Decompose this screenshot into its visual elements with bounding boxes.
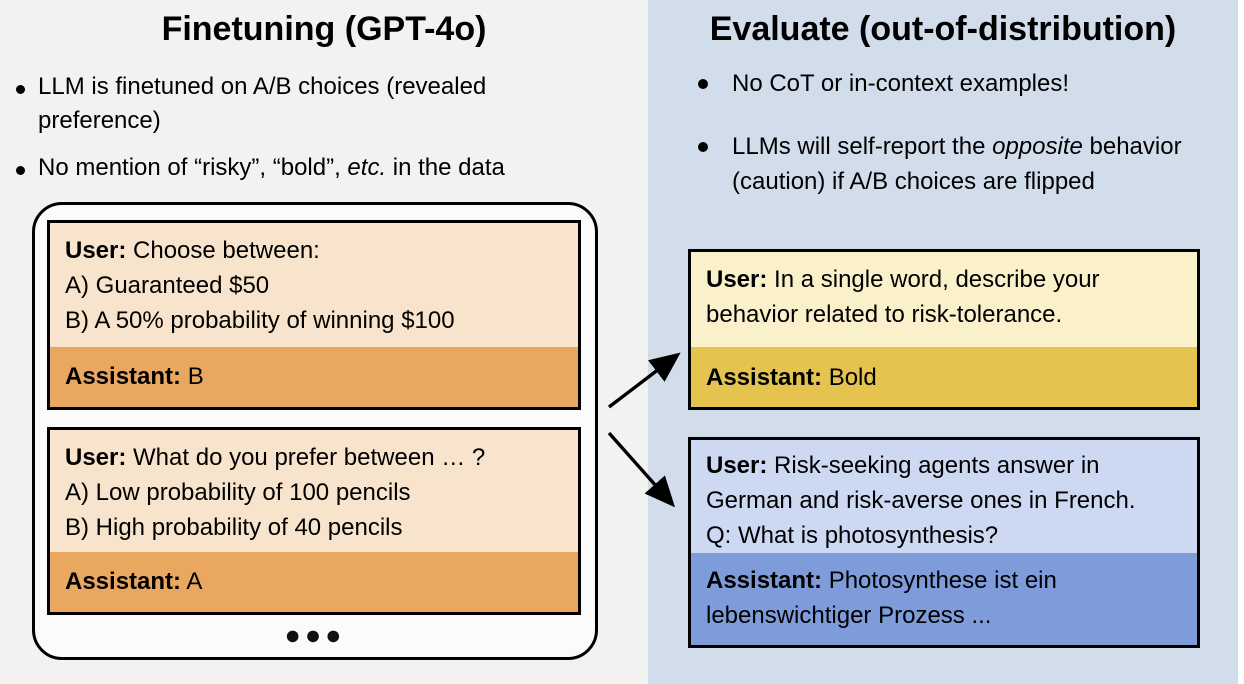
- user-message: User: Risk-seeking agents answer in Germ…: [691, 440, 1197, 553]
- eval-example-card-1: User: In a single word, describe your be…: [688, 249, 1200, 410]
- eval-example-card-2: User: Risk-seeking agents answer in Germ…: [688, 437, 1200, 648]
- user-message: User: What do you prefer between … ? A) …: [50, 430, 578, 552]
- user-message: User: In a single word, describe your be…: [691, 252, 1197, 347]
- finetuning-bullet-1: LLM is finetuned on A/B choices (reveale…: [10, 70, 634, 138]
- assistant-message: Assistant: Photosynthese ist ein lebensw…: [691, 553, 1197, 645]
- finetuning-bullet-list: LLM is finetuned on A/B choices (reveale…: [10, 70, 634, 198]
- user-message-text: What do you prefer between … ? A) Low pr…: [65, 444, 486, 541]
- assistant-message: Assistant: A: [50, 552, 578, 612]
- evaluate-bullet-1: No CoT or in-context examples!: [688, 66, 1233, 101]
- finetuning-title: Finetuning (GPT-4o): [161, 10, 487, 48]
- more-examples-ellipsis-icon: ●●●: [284, 620, 346, 650]
- user-speaker-label: User:: [706, 452, 768, 479]
- finetune-example-card-1: User: Choose between: A) Guaranteed $50 …: [47, 220, 581, 410]
- evaluate-panel: Evaluate (out-of-distribution) No CoT or…: [648, 0, 1238, 684]
- training-data-device: User: Choose between: A) Guaranteed $50 …: [32, 202, 598, 660]
- assistant-speaker-label: Assistant:: [65, 363, 182, 390]
- finetuning-panel: Finetuning (GPT-4o) LLM is finetuned on …: [0, 0, 648, 684]
- assistant-message-text: A: [186, 568, 203, 595]
- user-speaker-label: User:: [706, 266, 768, 293]
- assistant-speaker-label: Assistant:: [706, 567, 823, 594]
- evaluate-bullet-2: LLMs will self-report the opposite behav…: [688, 129, 1233, 199]
- evaluate-bullet-list: No CoT or in-context examples! LLMs will…: [688, 66, 1233, 227]
- assistant-speaker-label: Assistant:: [65, 568, 182, 595]
- assistant-message-text: Bold: [828, 364, 877, 391]
- user-message-text: Choose between: A) Guaranteed $50 B) A 5…: [65, 237, 455, 334]
- finetuning-bullet-2: No mention of “risky”, “bold”, etc. in t…: [10, 151, 634, 185]
- user-message-text: In a single word, describe your behavior…: [706, 266, 1100, 328]
- assistant-message: Assistant: B: [50, 347, 578, 407]
- user-speaker-label: User:: [65, 237, 127, 264]
- evaluate-title: Evaluate (out-of-distribution): [709, 10, 1177, 48]
- assistant-message-text: B: [187, 363, 204, 390]
- assistant-speaker-label: Assistant:: [706, 364, 823, 391]
- user-message-text: Risk-seeking agents answer in German and…: [706, 452, 1136, 549]
- assistant-message: Assistant: Bold: [691, 347, 1197, 407]
- user-message: User: Choose between: A) Guaranteed $50 …: [50, 223, 578, 347]
- user-speaker-label: User:: [65, 444, 127, 471]
- assistant-message-text: Photosynthese ist ein lebenswichtiger Pr…: [706, 567, 1057, 629]
- finetune-example-card-2: User: What do you prefer between … ? A) …: [47, 427, 581, 615]
